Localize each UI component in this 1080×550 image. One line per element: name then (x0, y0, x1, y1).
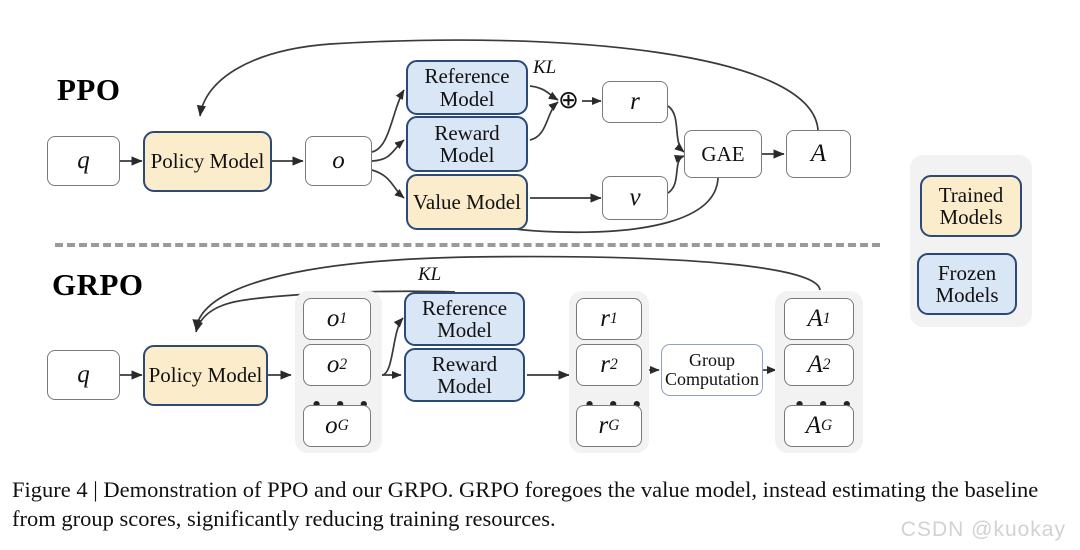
ppo-plus-icon: ⊕ (558, 87, 579, 114)
grpo-output-2-base: o (326, 350, 340, 378)
grpo-node-q: q (47, 350, 120, 400)
grpo-advantage-1-sub: 1 (822, 309, 831, 327)
grpo-output-1-base: o (326, 304, 340, 332)
ppo-node-v: v (602, 176, 668, 220)
grpo-advantage-2-sub: 2 (822, 355, 831, 373)
ppo-node-o: o (305, 136, 372, 186)
grpo-node-reward-model: Reward Model (404, 348, 525, 402)
grpo-reward-1-sub: 1 (609, 309, 618, 327)
grpo-node-group-computation: Group Computation (661, 344, 763, 396)
grpo-advantage-2-base: A (807, 350, 823, 378)
ppo-node-gae: GAE (684, 130, 762, 178)
grpo-advantage-1-base: A (807, 304, 823, 332)
section-divider (55, 243, 880, 247)
grpo-label-kl: KL (418, 264, 442, 285)
ppo-node-r: r (602, 81, 668, 123)
ppo-node-reward-model: Reward Model (406, 116, 528, 172)
grpo-output-1-sub: 1 (339, 309, 348, 327)
ppo-node-reference-model: Reference Model (406, 60, 528, 115)
ppo-label-kl: KL (533, 57, 557, 78)
ppo-node-advantage: A (786, 130, 851, 178)
grpo-output-G-sub: G (337, 416, 349, 434)
grpo-reward-2-base: r (600, 350, 610, 378)
section-title-grpo: GRPO (52, 267, 144, 302)
grpo-node-reference-model: Reference Model (404, 292, 525, 346)
grpo-output-2-sub: 2 (339, 355, 348, 373)
grpo-output-G-base: o (325, 411, 338, 439)
ppo-node-value-model: Value Model (406, 174, 528, 230)
grpo-reward-G-base: r (598, 411, 609, 439)
grpo-advantage-G-sub: G (821, 416, 833, 434)
watermark: CSDN @kuokay (900, 518, 1066, 541)
legend-trained-models: Trained Models (920, 175, 1022, 237)
ppo-node-q: q (47, 136, 120, 186)
grpo-node-policy-model: Policy Model (143, 345, 268, 406)
grpo-reward-G-sub: G (608, 416, 620, 434)
section-title-ppo: PPO (57, 72, 121, 107)
grpo-advantage-G-base: A (805, 411, 822, 439)
grpo-reward-1-base: r (600, 304, 610, 332)
legend-frozen-models: Frozen Models (917, 253, 1017, 315)
figure-caption: Figure 4 | Demonstration of PPO and our … (12, 477, 1039, 531)
ppo-node-policy-model: Policy Model (143, 131, 272, 192)
grpo-reward-2-sub: 2 (609, 355, 618, 373)
